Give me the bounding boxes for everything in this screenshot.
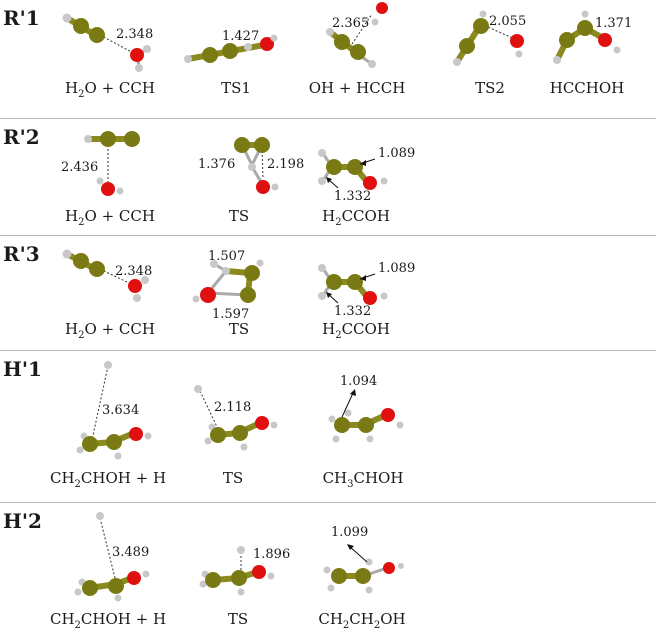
caption: CH2CHOH + H <box>49 469 167 490</box>
distance-label: 1.089 <box>378 261 415 276</box>
molecule-ts: 2.118 <box>194 385 278 451</box>
molecule-ts: 1.896 <box>199 546 290 596</box>
caption: OH + HCCH <box>308 79 406 97</box>
molecule-ch3choh: 1.094 <box>328 374 404 443</box>
divider <box>0 118 656 119</box>
distance-label: 2.118 <box>214 400 251 415</box>
section-label: H'2 <box>3 509 42 533</box>
distance-label: 1.099 <box>331 525 368 540</box>
caption: TS <box>222 469 244 487</box>
caption: TS <box>228 320 250 338</box>
molecule-hcchoh: 1.371 <box>553 10 632 64</box>
distance-label: 2.198 <box>267 157 304 172</box>
molecule-ch2choh-h: 3.489 <box>74 512 150 602</box>
distance-label: 1.332 <box>334 304 371 319</box>
molecule-ts: 1.376 2.198 <box>198 137 304 194</box>
distance-label: 1.089 <box>378 146 415 161</box>
distance-label: 1.371 <box>595 16 632 31</box>
section-label: R'1 <box>3 6 40 30</box>
caption: CH3CHOH <box>322 469 404 490</box>
distance-label: 2.436 <box>61 160 98 175</box>
section-label: H'1 <box>3 357 42 381</box>
caption: TS1 <box>221 79 251 97</box>
caption: CH2CHOH + H <box>49 610 167 631</box>
caption: H2O + CCH <box>65 207 155 228</box>
caption: H2O + CCH <box>65 320 155 341</box>
section-h1: H'1 3.634 CH2CHOH + H 2.118 TS <box>0 351 656 501</box>
caption: TS <box>228 207 250 225</box>
molecule-ts2: 2.055 <box>453 10 526 66</box>
distance-label: 1.896 <box>253 547 290 562</box>
distance-label: 1.597 <box>212 307 249 322</box>
molecule-ts: 1.507 1.597 <box>192 249 264 322</box>
distance-label: 2.348 <box>115 264 152 279</box>
section-r1: R'1 2.348 H2O + CCH 1.427 TS1 <box>0 0 656 118</box>
section-label: R'3 <box>3 242 40 266</box>
section-label: R'2 <box>3 125 40 149</box>
molecule-h2ccoh: 1.089 1.332 <box>318 261 415 319</box>
distance-label: 1.427 <box>222 29 259 44</box>
divider <box>0 502 656 503</box>
molecule-oh-hcch: 2.365 <box>326 2 388 68</box>
caption: H2CCOH <box>322 207 390 228</box>
distance-label: 2.365 <box>332 16 369 31</box>
section-r2: R'2 2.436 H2O + CCH 1.376 2.198 TS <box>0 119 656 234</box>
caption: H2CCOH <box>322 320 390 341</box>
molecule-h2o-cch: 2.348 <box>62 249 152 302</box>
molecule-h2o-cch: 2.348 <box>62 13 153 72</box>
molecule-ts1: 1.427 <box>184 29 278 63</box>
molecule-h2o-cch: 2.436 <box>61 131 140 196</box>
caption: TS2 <box>475 79 505 97</box>
distance-label: 1.507 <box>208 249 245 264</box>
molecule-h2ccoh: 1.089 1.332 <box>318 146 415 204</box>
caption: HCCHOH <box>549 79 625 97</box>
divider <box>0 350 656 351</box>
distance-label: 2.348 <box>116 27 153 42</box>
molecule-ch2choh-h: 3.634 <box>76 361 152 460</box>
caption: H2O + CCH <box>65 79 155 100</box>
distance-label: 3.489 <box>112 545 149 560</box>
section-r3: R'3 2.348 H2O + CCH 1.507 1.597 TS <box>0 236 656 351</box>
distance-label: 1.332 <box>334 189 371 204</box>
caption: CH2CH2OH <box>318 610 406 631</box>
distance-label: 2.055 <box>489 14 526 29</box>
distance-label: 1.094 <box>340 374 377 389</box>
molecule-ch2ch2oh: 1.099 <box>323 525 404 594</box>
distance-label: 1.376 <box>198 157 235 172</box>
divider <box>0 235 656 236</box>
section-h2: H'2 3.489 CH2CHOH + H 1.896 TS <box>0 503 656 631</box>
distance-label: 3.634 <box>102 403 139 418</box>
caption: TS <box>227 610 249 628</box>
